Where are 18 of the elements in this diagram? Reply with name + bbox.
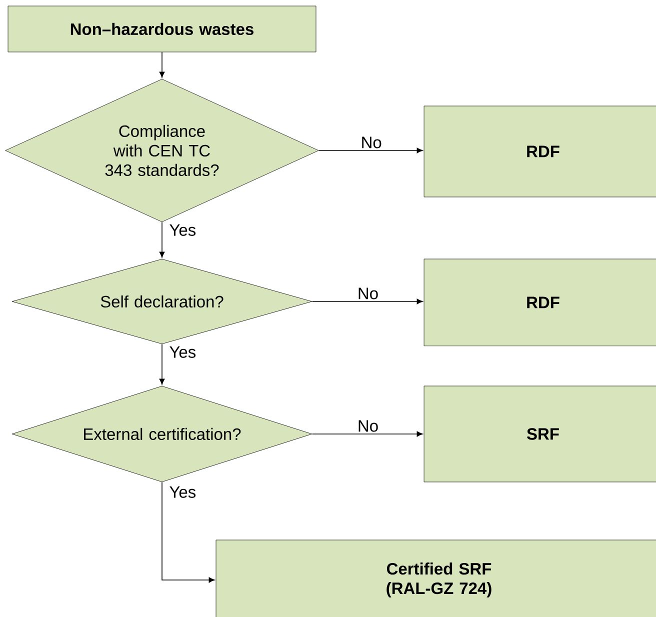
edge-label: Yes [168, 345, 198, 359]
arrow [159, 222, 165, 258]
arrow [318, 148, 423, 154]
edge-label: No [360, 136, 383, 150]
arrow [312, 431, 423, 437]
process-box: Certified SRF (RAL-GZ 724) [216, 540, 656, 617]
arrow [159, 52, 165, 78]
edge-label: No [356, 286, 380, 300]
process-box: Non–hazardous wastes [8, 6, 316, 52]
arrow [159, 344, 165, 385]
arrow [312, 298, 423, 304]
edge-label: Yes [168, 485, 198, 499]
arrow [162, 482, 215, 583]
edge-label: No [356, 419, 380, 433]
process-box: RDF [424, 106, 656, 198]
edge-label: Yes [168, 223, 198, 237]
process-box: RDF [424, 258, 656, 346]
process-box: SRF [424, 386, 656, 482]
